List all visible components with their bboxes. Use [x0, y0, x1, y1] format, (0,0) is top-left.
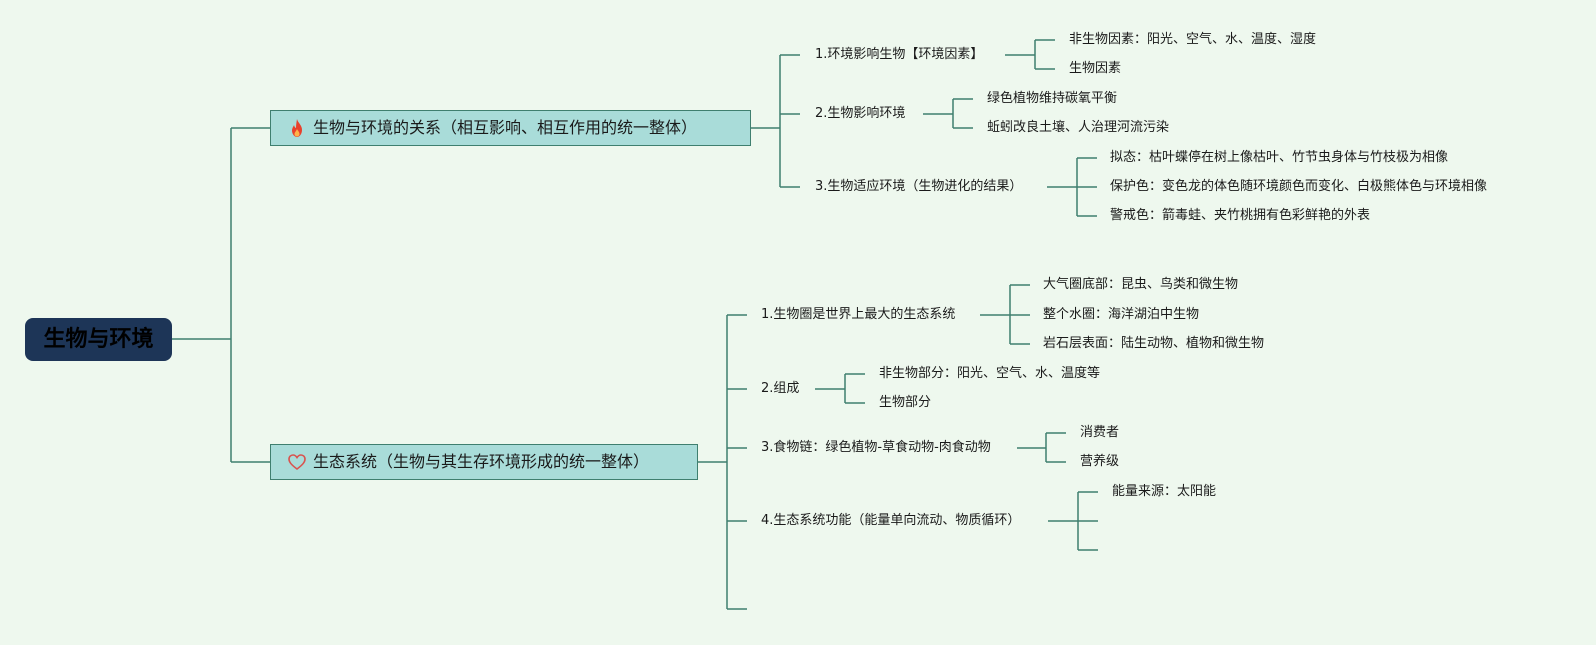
leaf-item[interactable]: 蚯蚓改良土壤、人治理河流污染 — [987, 120, 1170, 135]
subnode-biosphere[interactable]: 1.生物圈是世界上最大的生态系统 — [761, 307, 956, 322]
leaf-item[interactable]: 能量来源：太阳能 — [1112, 484, 1217, 499]
leaf-item[interactable]: 消费者 — [1080, 425, 1120, 440]
leaf-item[interactable]: 岩石层表面：陆生动物、植物和微生物 — [1043, 336, 1265, 351]
leaf-item[interactable]: 生物部分 — [879, 395, 932, 410]
root-label: 生物与环境 — [43, 326, 154, 352]
subnode-life-adapts-environment[interactable]: 3.生物适应环境（生物进化的结果） — [815, 179, 1023, 194]
root-node[interactable]: 生物与环境 — [25, 318, 172, 361]
subnode-life-affects-environment[interactable]: 2.生物影响环境 — [815, 106, 906, 121]
leaf-item[interactable]: 非生物部分：阳光、空气、水、温度等 — [879, 366, 1101, 381]
leaf-item[interactable]: 大气圈底部：昆虫、鸟类和微生物 — [1043, 277, 1239, 292]
leaf-item[interactable]: 非生物因素：阳光、空气、水、温度、湿度 — [1069, 32, 1317, 47]
leaf-item[interactable]: 保护色：变色龙的体色随环境颜色而变化、白极熊体色与环境相像 — [1110, 179, 1488, 194]
fire-icon — [287, 118, 307, 138]
leaf-item[interactable]: 整个水圈：海洋湖泊中生物 — [1043, 307, 1200, 322]
subnode-ecosystem-function[interactable]: 4.生态系统功能（能量单向流动、物质循环） — [761, 513, 1021, 528]
subnode-composition[interactable]: 2.组成 — [761, 381, 800, 396]
branch-label: 生态系统（生物与其生存环境形成的统一整体） — [313, 452, 650, 471]
leaf-item[interactable]: 警戒色：箭毒蛙、夹竹桃拥有色彩鲜艳的外表 — [1110, 208, 1371, 223]
branch-label: 生物与环境的关系（相互影响、相互作用的统一整体） — [313, 118, 698, 137]
leaf-item[interactable]: 绿色植物维持碳氧平衡 — [987, 91, 1118, 106]
leaf-item[interactable]: 生物因素 — [1069, 61, 1122, 76]
branch-node-relationship[interactable]: 生物与环境的关系（相互影响、相互作用的统一整体） — [270, 110, 751, 146]
heart-icon — [287, 452, 307, 472]
subnode-food-chain[interactable]: 3.食物链：绿色植物-草食动物-肉食动物 — [761, 440, 991, 455]
leaf-item[interactable]: 拟态：枯叶蝶停在树上像枯叶、竹节虫身体与竹枝极为相像 — [1110, 150, 1449, 165]
branch-node-ecosystem[interactable]: 生态系统（生物与其生存环境形成的统一整体） — [270, 444, 698, 480]
leaf-item[interactable]: 营养级 — [1080, 454, 1120, 469]
subnode-environment-affects-life[interactable]: 1.环境影响生物【环境因素】 — [815, 47, 984, 62]
